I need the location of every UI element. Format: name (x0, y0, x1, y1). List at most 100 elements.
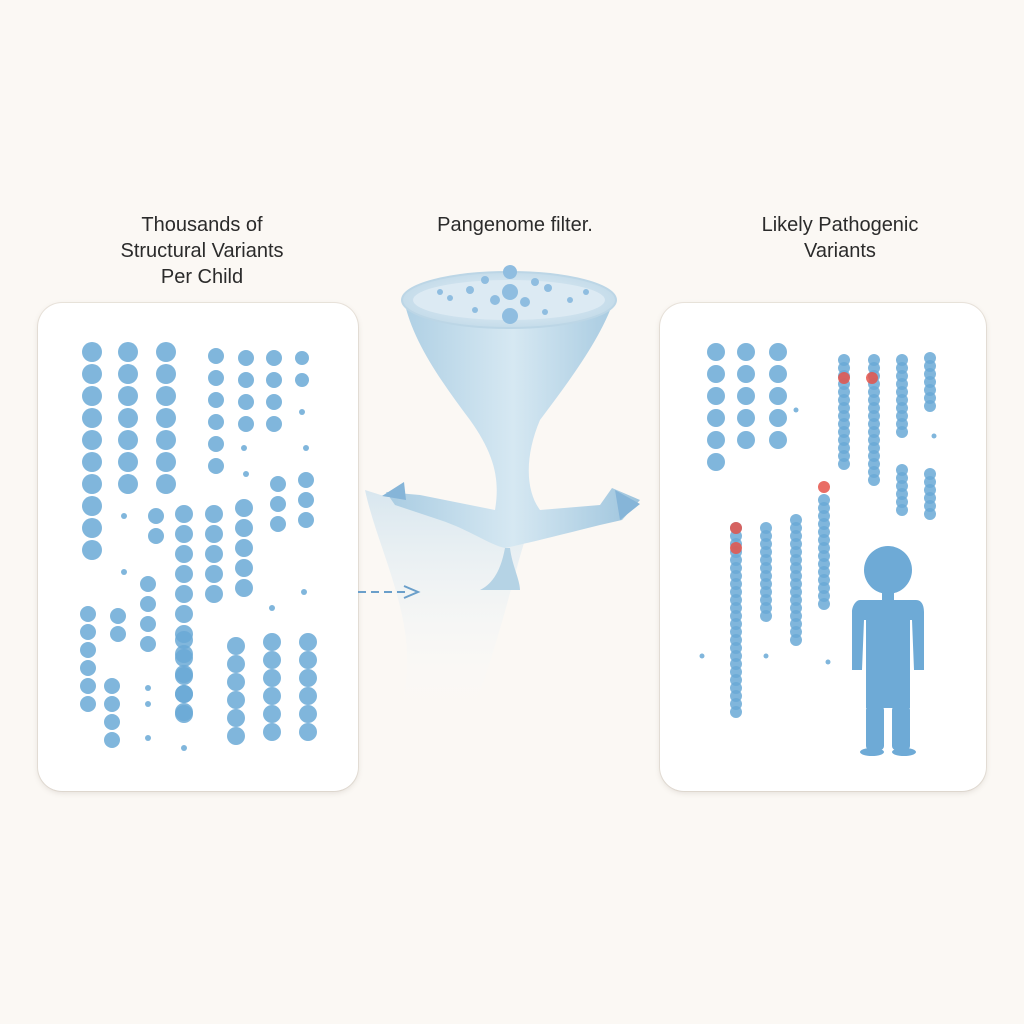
variant-dot (707, 365, 725, 383)
variant-dot (295, 351, 309, 365)
variant-dot (227, 637, 245, 655)
variant-dot (156, 452, 176, 472)
variant-dot (769, 387, 787, 405)
variant-dot (299, 409, 305, 415)
label-structural-variants: Thousands of Structural Variants Per Chi… (120, 214, 284, 288)
variant-dot (82, 540, 102, 560)
variant-dot (270, 516, 286, 532)
variant-dot (82, 364, 102, 384)
variant-dot (208, 458, 224, 474)
variant-dot (763, 653, 769, 659)
child-figure-icon (852, 546, 924, 756)
variant-dot (156, 430, 176, 450)
variant-dot (235, 579, 253, 597)
variant-dot (80, 660, 96, 676)
variant-dot (104, 678, 120, 694)
variant-dot (737, 387, 755, 405)
variant-dot (175, 685, 193, 703)
variant-dot (263, 687, 281, 705)
variant-dot (156, 386, 176, 406)
variant-dot (145, 735, 151, 741)
variant-dot (298, 512, 314, 528)
variant-dot (110, 608, 126, 624)
variant-dot (148, 528, 164, 544)
variant-segment (924, 508, 936, 520)
funnel-arrowhead-left (382, 482, 406, 500)
variant-dot (156, 408, 176, 428)
variant-dot (82, 496, 102, 516)
variant-segment (896, 426, 908, 438)
variant-dot (121, 569, 127, 575)
variant-dot (104, 732, 120, 748)
variant-dot (269, 605, 275, 611)
variant-dot (299, 651, 317, 669)
variant-dot (263, 723, 281, 741)
variant-dot (104, 696, 120, 712)
funnel-particles (437, 265, 589, 324)
variant-dot (118, 474, 138, 494)
pathogenic-variant-dot (818, 481, 830, 493)
variant-dot (266, 394, 282, 410)
variant-dot (737, 343, 755, 361)
label-pathogenic-variants: Likely Pathogenic Variants (761, 214, 919, 262)
variant-dot (299, 633, 317, 651)
variant-dot (769, 431, 787, 449)
variant-dot (295, 373, 309, 387)
variant-dot (227, 691, 245, 709)
variant-dot (241, 445, 247, 451)
variant-dot (175, 667, 193, 685)
variant-dot (266, 416, 282, 432)
variant-dot (227, 673, 245, 691)
variant-dot (140, 596, 156, 612)
variant-dot (82, 430, 102, 450)
variant-dot (238, 394, 254, 410)
variant-dot (707, 431, 725, 449)
variant-dot (140, 616, 156, 632)
variant-dot (299, 723, 317, 741)
variant-dot (266, 350, 282, 366)
variant-segment (896, 504, 908, 516)
variant-dot (82, 518, 102, 538)
variant-dot (208, 392, 224, 408)
variant-dot (118, 452, 138, 472)
pathogenic-variant-dot (866, 372, 878, 384)
variant-dots-filtered (699, 343, 937, 718)
variant-dot (175, 545, 193, 563)
pathogenic-variant-dot (730, 542, 742, 554)
variant-dot (707, 453, 725, 471)
variant-dot (80, 696, 96, 712)
variant-dot (175, 505, 193, 523)
variant-dot (699, 653, 705, 659)
variant-segment (868, 474, 880, 486)
variant-dot (769, 343, 787, 361)
variant-dot (175, 649, 193, 667)
variant-dot (156, 474, 176, 494)
variant-dot (227, 709, 245, 727)
variant-dot (205, 565, 223, 583)
variant-dot (82, 342, 102, 362)
variant-dot (299, 669, 317, 687)
variant-dot (301, 589, 307, 595)
variant-dots-all (80, 342, 317, 751)
variant-dot (243, 471, 249, 477)
variant-dot (145, 701, 151, 707)
variant-dot (208, 414, 224, 430)
variant-dot (205, 505, 223, 523)
variant-dot (156, 364, 176, 384)
variant-dot (737, 409, 755, 427)
variant-dot (208, 436, 224, 452)
variant-dot (769, 365, 787, 383)
variant-dot (121, 513, 127, 519)
variant-dot (145, 685, 151, 691)
variant-dot (82, 386, 102, 406)
variant-dot (82, 452, 102, 472)
variant-dot (737, 431, 755, 449)
variant-dot (707, 409, 725, 427)
variant-dot (140, 636, 156, 652)
variant-dot (263, 633, 281, 651)
variant-dot (118, 342, 138, 362)
variant-dot (235, 559, 253, 577)
variant-dot (299, 687, 317, 705)
variant-dot (80, 678, 96, 694)
